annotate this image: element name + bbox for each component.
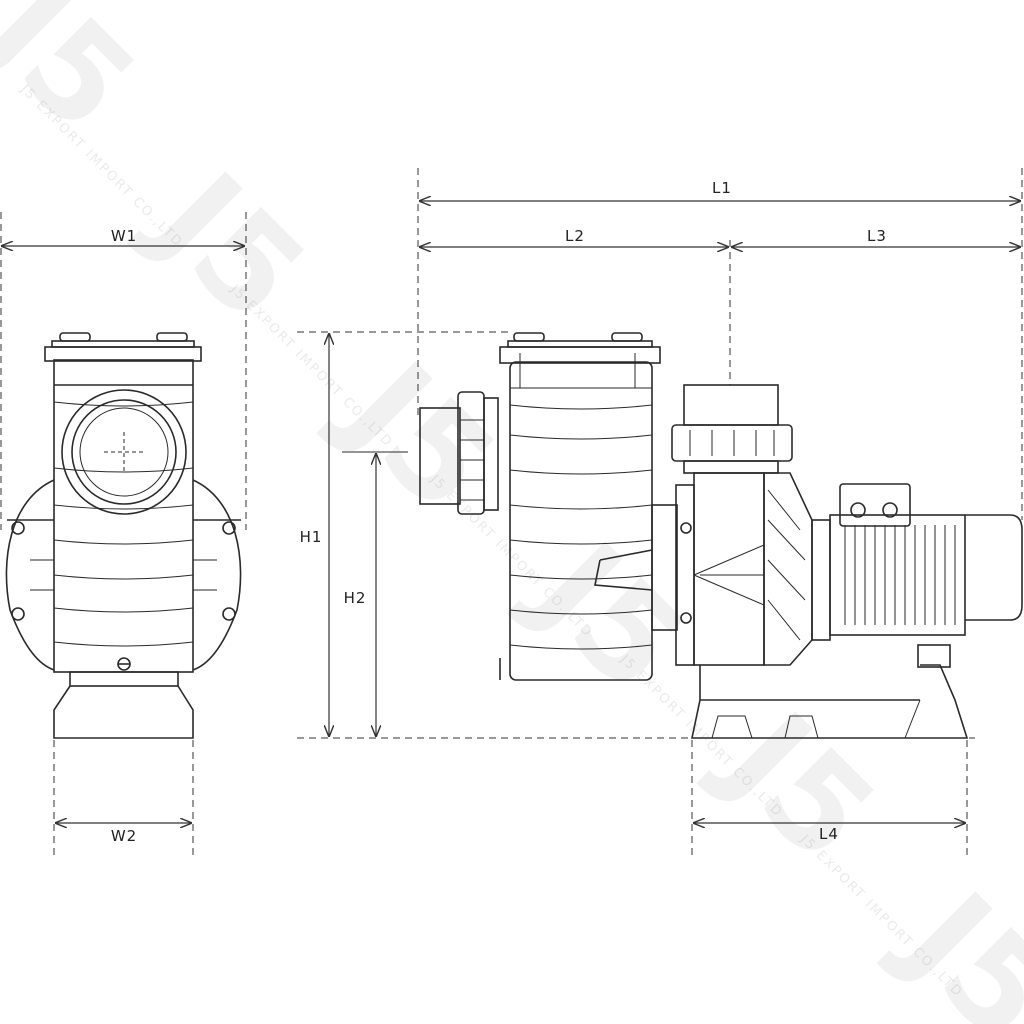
pump-side-view [419, 332, 1023, 739]
label-w2: W2 [111, 827, 137, 845]
label-h1: H1 [300, 528, 323, 546]
pump-front-view [5, 332, 242, 739]
svg-text:J5: J5 [872, 859, 1024, 1024]
svg-text:J5: J5 [692, 679, 903, 890]
dimension-labels: L1 L2 L3 W1 W2 L4 H1 H2 [111, 176, 887, 845]
svg-text:J5: J5 [122, 139, 333, 350]
label-l4: L4 [819, 825, 839, 843]
svg-text:J5 EXPORT IMPORT CO.,LTD: J5 EXPORT IMPORT CO.,LTD [426, 472, 595, 641]
label-l2: L2 [565, 227, 585, 245]
label-l1: L1 [712, 179, 732, 197]
label-h2: H2 [344, 589, 367, 607]
label-w1: W1 [111, 227, 137, 245]
dimension-lines [2, 201, 1020, 823]
label-l3: L3 [867, 227, 887, 245]
svg-text:J5 EXPORT IMPORT CO.,LTD: J5 EXPORT IMPORT CO.,LTD [226, 282, 395, 451]
